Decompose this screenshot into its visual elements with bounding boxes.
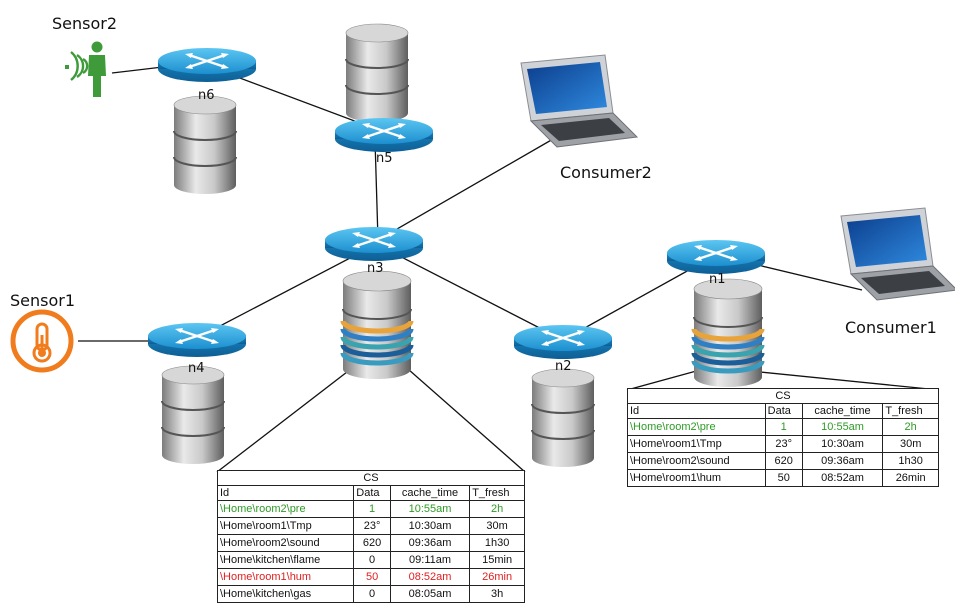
- router-n1-icon: [665, 238, 767, 276]
- table-cell: 1h30: [469, 534, 525, 552]
- table-cell: \Home\room1\Tmp: [216, 517, 355, 535]
- table-cell: 15min: [469, 551, 525, 569]
- table-cell: \Home\room2\pre: [216, 500, 355, 518]
- link-n3-n4: [196, 244, 376, 339]
- table-row: \Home\kitchen\flame 0 09:11am 15min: [216, 551, 525, 569]
- table-cell: 620: [764, 452, 803, 470]
- table-cell: 10:30am: [389, 517, 471, 535]
- table-row: \Home\room2\pre 1 10:55am 2h: [216, 500, 525, 518]
- table-cell: 3h: [469, 585, 525, 603]
- table-cell: 09:11am: [389, 551, 471, 569]
- link-n3-consumer2: [377, 134, 561, 241]
- person-wireless-icon: [65, 41, 106, 97]
- table-cell: 10:55am: [801, 418, 884, 436]
- content-store-table-n3: CS Id Data cache_time T_fresh \Home\room…: [216, 470, 525, 603]
- table-cell: \Home\room1\Tmp: [627, 435, 766, 453]
- consumer2-label: Consumer2: [560, 163, 652, 182]
- column-header-data: Data: [353, 485, 391, 501]
- router-label-n5: n5: [376, 151, 393, 166]
- router-n5-icon: [333, 116, 435, 154]
- router-label-n1: n1: [709, 272, 726, 287]
- router-label-n3: n3: [367, 261, 384, 276]
- table-cell: \Home\room2\pre: [627, 418, 766, 436]
- table-row: \Home\kitchen\gas 0 08:05am 3h: [216, 585, 525, 603]
- laptop-icon: [520, 54, 638, 148]
- link-n5-n3: [374, 139, 379, 241]
- router-n4-icon: [146, 321, 248, 359]
- router-label-n6: n6: [198, 88, 215, 103]
- router-label-n4: n4: [188, 361, 205, 376]
- table-cell: \Home\kitchen\gas: [216, 585, 355, 603]
- column-header-cache-time: cache_time: [801, 403, 884, 419]
- table-cell: 23°: [764, 435, 803, 453]
- router-label-n2: n2: [555, 359, 572, 374]
- consumer1-label: Consumer1: [845, 318, 937, 337]
- callout-n3-left: [216, 361, 361, 473]
- table-cell: \Home\room2\sound: [627, 452, 766, 470]
- table-row: \Home\room1\Tmp 23° 10:30am 30m: [627, 435, 939, 453]
- cache-database-icon: [345, 23, 409, 123]
- laptop-icon: [840, 207, 955, 301]
- table-cell: \Home\room1\hum: [627, 469, 766, 487]
- column-header-t-fresh: T_fresh: [469, 485, 525, 501]
- cache-database-icon: [173, 95, 237, 195]
- table-cell: 08:52am: [801, 469, 884, 487]
- table-cell: 10:30am: [801, 435, 884, 453]
- table-cell: 30m: [882, 435, 939, 453]
- table-cell: 09:36am: [389, 534, 471, 552]
- cache-database-icon: [531, 368, 595, 468]
- sensor1-label: Sensor1: [10, 291, 75, 310]
- table-cell: 26min: [882, 469, 939, 487]
- table-caption: CS: [217, 470, 525, 486]
- table-cell: 2h: [469, 500, 525, 518]
- callout-n1-right: [739, 369, 940, 391]
- table-cell: 50: [764, 469, 803, 487]
- thermometer-icon: [10, 309, 74, 373]
- table-cell: 0: [353, 551, 391, 569]
- callout-n3-right: [399, 361, 526, 473]
- table-cell: \Home\room2\sound: [216, 534, 355, 552]
- table-row: \Home\room1\hum 50 08:52am 26min: [627, 469, 939, 487]
- column-header-id: Id: [627, 403, 766, 419]
- table-cell: 50: [353, 568, 391, 586]
- table-row: \Home\room2\sound 620 09:36am 1h30: [216, 534, 525, 552]
- table-cell: 1: [353, 500, 391, 518]
- table-row: \Home\room2\pre 1 10:55am 2h: [627, 418, 939, 436]
- column-header-data: Data: [764, 403, 803, 419]
- table-cell: 08:52am: [389, 568, 471, 586]
- content-store-table-n1: CS Id Data cache_time T_fresh \Home\room…: [627, 388, 939, 487]
- column-header-id: Id: [216, 485, 355, 501]
- table-cell: 2h: [882, 418, 939, 436]
- table-cell: 26min: [469, 568, 525, 586]
- table-row: \Home\room2\sound 620 09:36am 1h30: [627, 452, 939, 470]
- table-cell: 620: [353, 534, 391, 552]
- content-store-database-icon: [343, 271, 411, 379]
- table-row: \Home\room1\Tmp 23° 10:30am 30m: [216, 517, 525, 535]
- table-cell: \Home\room1\hum: [216, 568, 355, 586]
- column-header-cache-time: cache_time: [389, 485, 471, 501]
- table-cell: 10:55am: [389, 500, 471, 518]
- table-cell: 23°: [353, 517, 391, 535]
- router-n6-icon: [156, 46, 258, 84]
- table-cell: 0: [353, 585, 391, 603]
- sensor2-label: Sensor2: [52, 14, 117, 33]
- cache-database-icon: [161, 365, 225, 465]
- column-header-t-fresh: T_fresh: [882, 403, 939, 419]
- table-cell: 09:36am: [801, 452, 884, 470]
- table-cell: 30m: [469, 517, 525, 535]
- table-cell: 1: [764, 418, 803, 436]
- table-cell: \Home\kitchen\flame: [216, 551, 355, 569]
- router-n3-icon: [323, 225, 425, 263]
- link-n3-n2: [377, 244, 564, 341]
- content-store-database-icon: [694, 279, 762, 387]
- table-row: \Home\room1\hum 50 08:52am 26min: [216, 568, 525, 586]
- router-n2-icon: [512, 323, 614, 361]
- table-cell: 1h30: [882, 452, 939, 470]
- table-caption: CS: [627, 388, 939, 404]
- table-cell: 08:05am: [389, 585, 471, 603]
- callout-n1-left: [626, 369, 701, 391]
